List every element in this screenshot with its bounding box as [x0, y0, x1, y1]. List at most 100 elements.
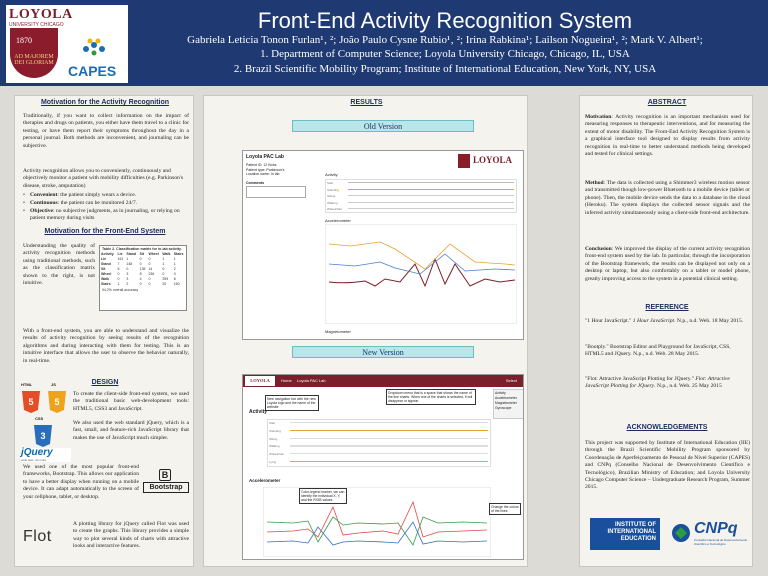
activity-track: [348, 188, 514, 190]
bootstrap-label: Bootstrap: [143, 482, 189, 493]
reference-3: "Flot: Attractive JavaScript Plotting fo…: [585, 376, 730, 390]
classification-header-cell: Sit: [139, 252, 145, 256]
svg-text:5: 5: [54, 397, 59, 407]
activity-row-label: Stair: [327, 181, 334, 185]
classification-cell: 1: [126, 257, 129, 261]
shield-year: 1870: [16, 36, 32, 45]
classification-cell: Stand: [101, 262, 111, 266]
classification-cell: 7: [117, 262, 120, 266]
activity-row-label: Wheelchair: [327, 207, 343, 211]
classification-cell: 1: [162, 257, 165, 261]
menu-item-gyroscope[interactable]: Gyroscope: [495, 406, 512, 410]
shield-motto: AD MAJOREM DEI GLORIAM: [14, 54, 54, 66]
old-version-screenshot: Loyola PAC Lab Patient ID: 12 Kicks Pati…: [242, 150, 524, 340]
old-patient-id: Patient ID: 12 Kicks: [246, 163, 277, 167]
activity-track: [290, 437, 488, 439]
motivation-ar-heading: Motivation for the Activity Recognition: [40, 99, 170, 106]
classification-cell: 4: [139, 277, 142, 281]
bootstrap-logo: B Bootstrap: [143, 469, 189, 493]
nav-home-link[interactable]: Home: [281, 378, 292, 383]
html5-label: HTML: [21, 382, 33, 387]
motivation-ar-p2: Activity recognition allows you to conve…: [23, 168, 183, 189]
classification-cell: 0: [139, 257, 142, 261]
reference-1: "1 Hour JavaScript." 1 Hour JavaScript. …: [585, 318, 744, 324]
classification-cell: 0: [148, 257, 151, 261]
callout-navbar: New navigation bar with the new Loyola l…: [265, 395, 319, 411]
classification-header-cell: Stand: [126, 252, 137, 256]
css3-icon: 3 CSS: [33, 416, 53, 448]
capes-logo: [83, 38, 105, 56]
motivation-fe-heading: Motivation for the Front-End System: [44, 228, 166, 235]
poster-header: LOYOLA UNIVERSITY CHICAGO 1870 AD MAJORE…: [0, 0, 768, 86]
jquery-logo: jQuery write less, do more.: [21, 448, 71, 462]
acknowledgements-heading: ACKNOWLEDGEMENTS: [626, 424, 708, 431]
classification-cell: Wheel: [101, 272, 112, 276]
classification-cell: 161: [117, 257, 124, 261]
classification-cell: 0: [139, 282, 142, 286]
motivation-ar-p1: Traditionally, if you want to collect in…: [23, 113, 189, 149]
activity-row-label: Walking: [327, 200, 338, 205]
activity-row-label: Stair: [269, 421, 276, 425]
classification-header-cell: Lie: [117, 252, 123, 256]
activity-row-label: Standing: [269, 428, 281, 433]
design-p4: A plotting library for jQuery called Flo…: [73, 521, 189, 550]
classification-cell: Sit: [101, 267, 106, 271]
nav-dropdown-toggle[interactable]: Select: [505, 378, 517, 383]
classification-cell: 259: [162, 277, 169, 281]
motivation-bullets: Convenient: the patient simply wears a d…: [23, 192, 189, 223]
svg-text:5: 5: [28, 397, 33, 407]
menu-item-activity[interactable]: Activity: [495, 391, 506, 395]
activity-track: [290, 453, 488, 455]
design-p1: To create the client-side front-end syst…: [73, 391, 189, 412]
classification-cell: 8: [139, 272, 142, 276]
activity-track: [290, 422, 488, 424]
jquery-tagline: write less, do more.: [21, 458, 48, 462]
classification-cell: 5: [117, 267, 120, 271]
classification-header-cell: Stairs: [173, 252, 184, 256]
activity-row-label: Walking: [269, 444, 280, 449]
classification-cell: 1: [173, 257, 176, 261]
css3-label: CSS: [35, 416, 44, 421]
new-version-label: New Version: [292, 346, 474, 358]
classification-cell: Stairs: [101, 282, 111, 286]
new-version-screenshot: LOYOLA Home Loyola PAC Lab Select Activi…: [242, 374, 524, 560]
menu-item-accelerometer[interactable]: Accelerometer: [495, 396, 517, 400]
classification-cell: 0: [117, 272, 120, 276]
activity-track: [290, 429, 488, 431]
right-column: ABSTRACT Motivation: Activity recognitio…: [579, 95, 753, 567]
bootstrap-icon: B: [159, 469, 171, 481]
menu-item-magnetometer[interactable]: Magnetometer: [495, 401, 517, 405]
classification-cell: 135: [139, 267, 146, 271]
classification-cell: 3: [126, 277, 129, 281]
activity-track: [290, 461, 488, 463]
old-activity-label: Activity: [325, 172, 338, 177]
abstract-conclusion: Conclusion: We improved the display of t…: [585, 246, 750, 282]
old-accelerometer-chart: [325, 224, 517, 324]
affiliation-2: 2. Brazil Scientific Mobility Program; I…: [233, 63, 657, 75]
new-accelerometer-label: Accelerometer: [249, 478, 281, 483]
poster-title: Front-End Activity Recognition System: [257, 8, 633, 33]
classification-cell: 20: [162, 282, 167, 286]
abstract-motivation: Motivation: Activity recognition is an i…: [585, 114, 750, 158]
callout-legend: Color-legend marker, we can identify the…: [299, 488, 347, 504]
bullet-continuous: Continuous: the patient can be monitored…: [23, 200, 189, 207]
activity-row-label: Standing: [327, 187, 339, 192]
old-comments-label: Comments: [246, 181, 265, 185]
classification-cell: 0: [148, 277, 151, 281]
classification-cell: 1: [117, 282, 120, 286]
loyola-logo-subtitle: UNIVERSITY CHICAGO: [9, 22, 64, 28]
results-heading: RESULTS: [350, 99, 383, 106]
flot-logo-text: Flot: [23, 528, 52, 545]
classification-footnote: 94.2% overall accuracy: [102, 288, 139, 292]
reference-heading: REFERENCE: [645, 304, 689, 311]
classification-header-cell: Wheel: [148, 252, 159, 256]
design-p3: We used one of the most popular front-en…: [23, 464, 139, 500]
capes-logo-text: CAPES: [68, 63, 117, 79]
abstract-heading: ABSTRACT: [647, 99, 687, 106]
activity-track: [348, 208, 514, 210]
